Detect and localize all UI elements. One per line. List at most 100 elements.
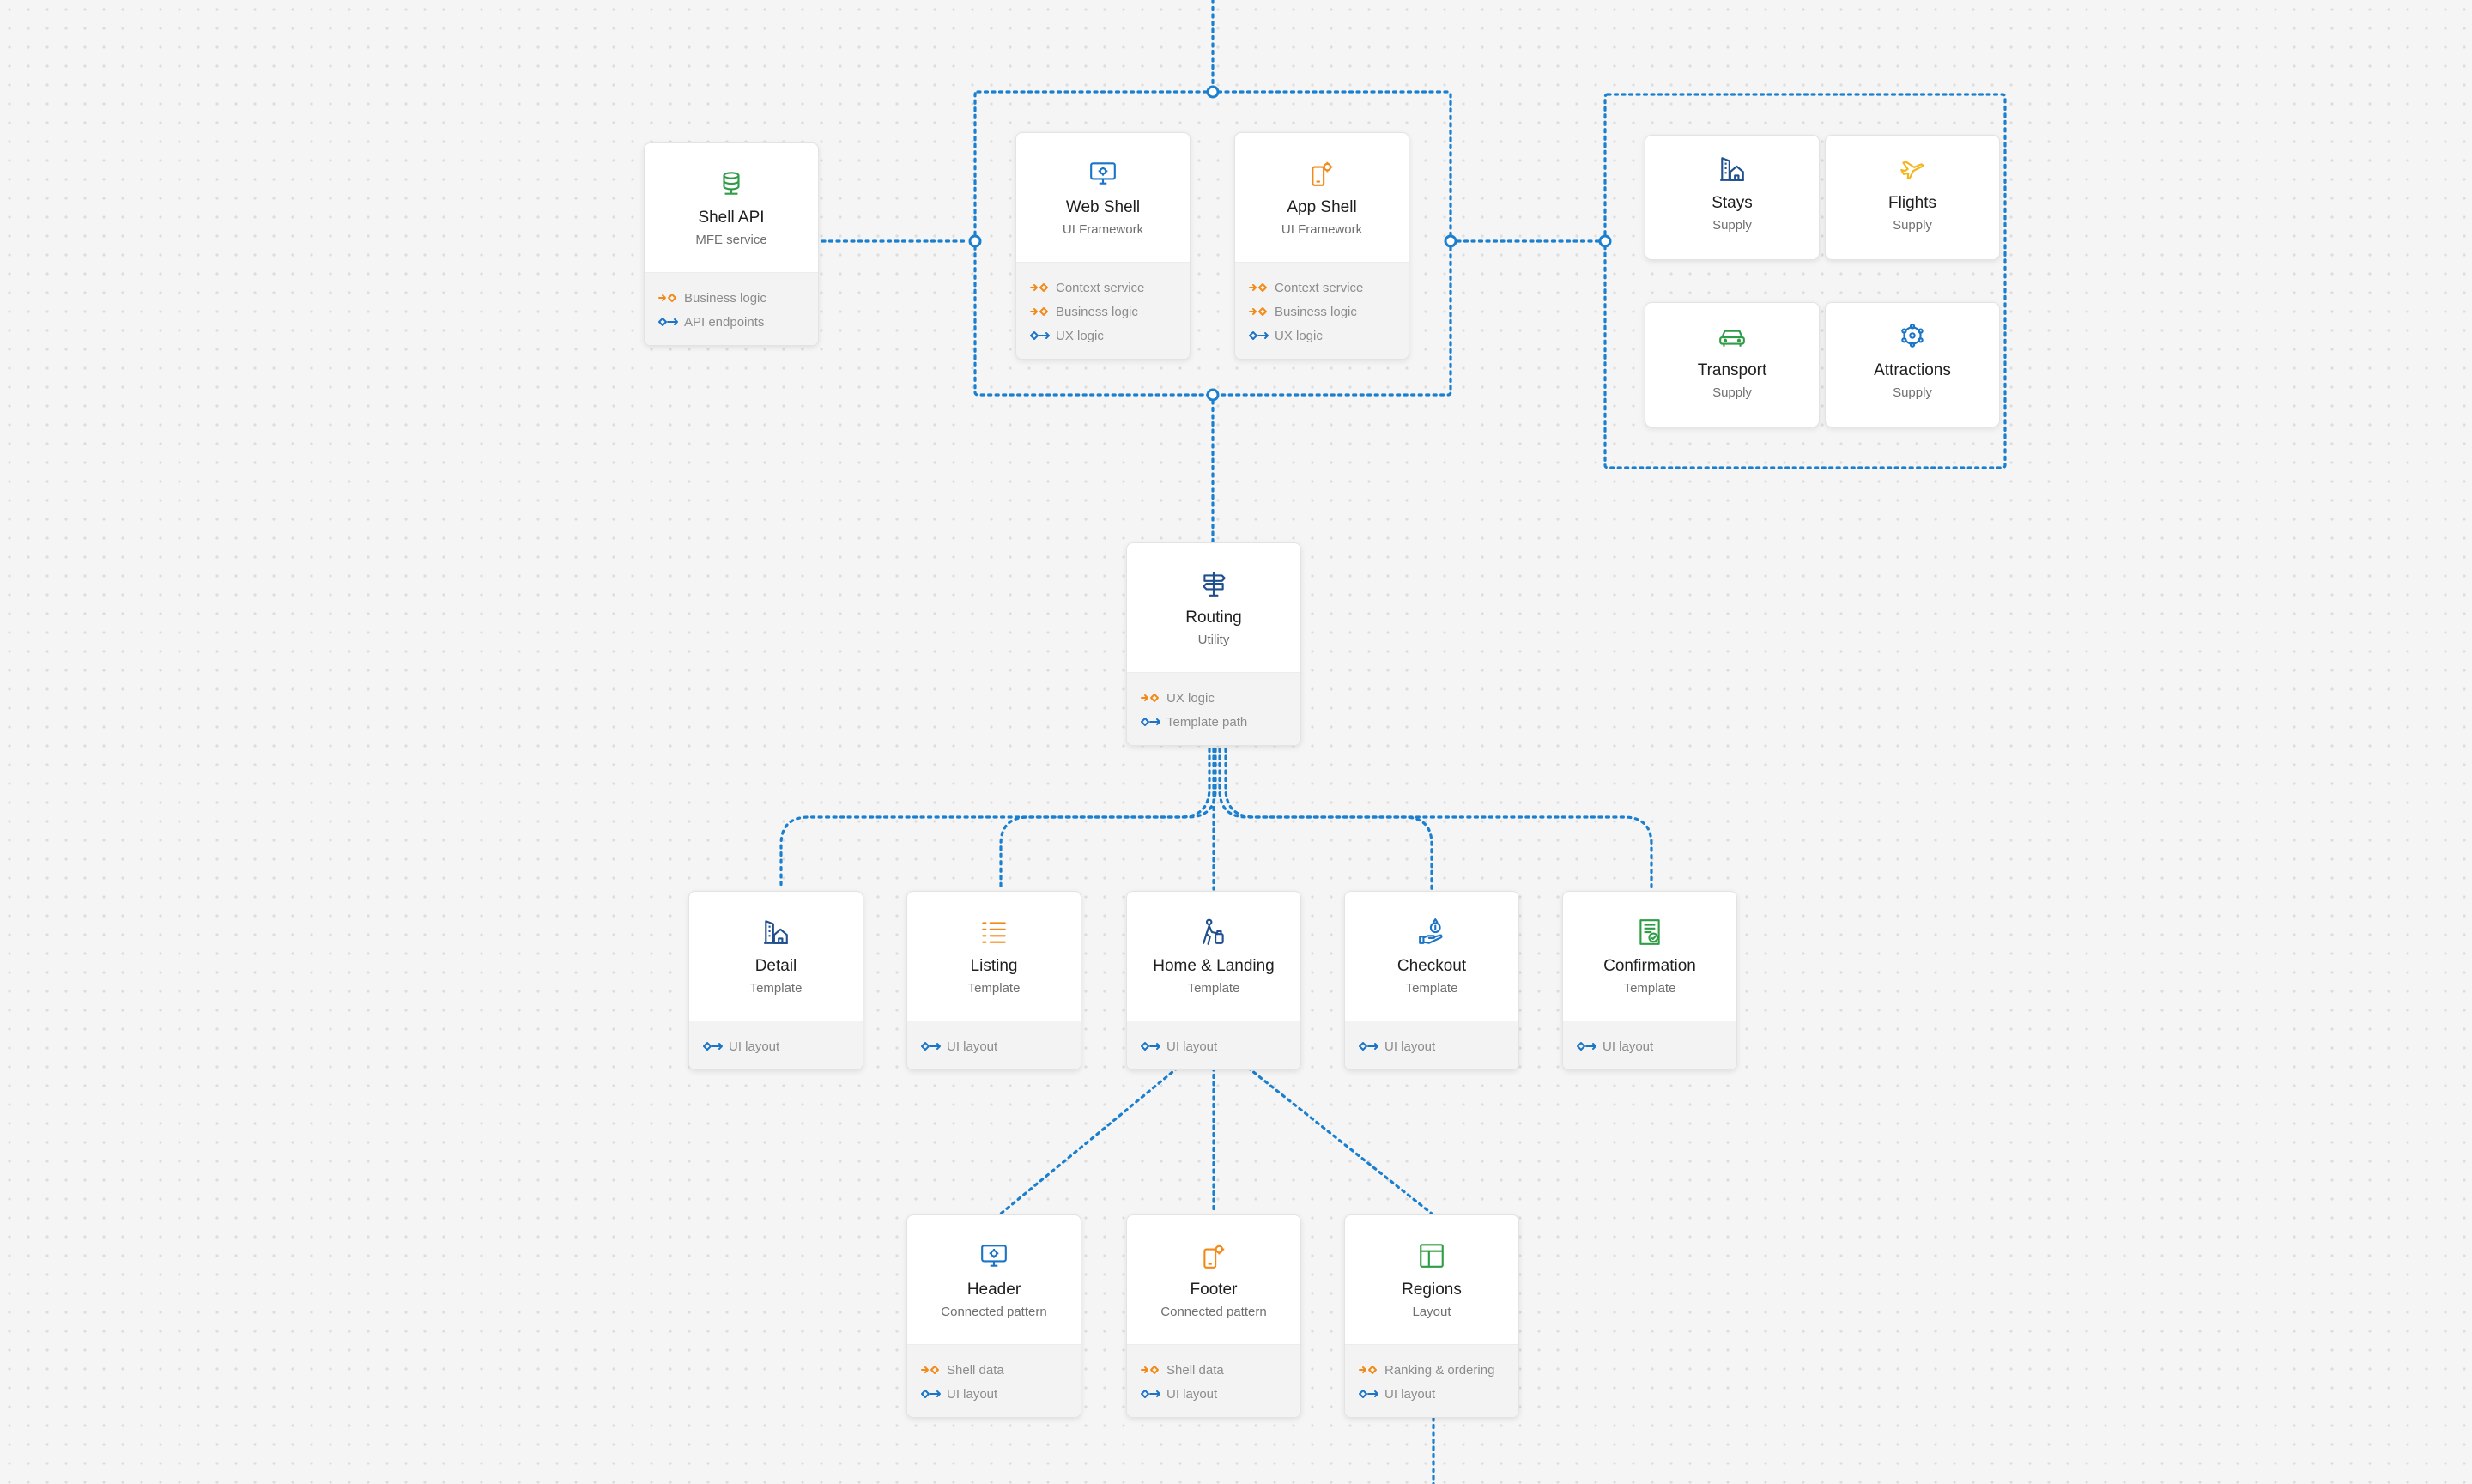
node-title: Footer [1190, 1281, 1238, 1299]
node-title: Detail [754, 957, 797, 975]
input-arrow-icon [1359, 1389, 1379, 1399]
airplane-icon [1898, 154, 1927, 184]
connector-home-regions [1246, 1066, 1433, 1215]
node-subtitle: MFE service [695, 233, 767, 247]
document-check-icon [1635, 918, 1664, 947]
signpost-icon [1199, 569, 1228, 598]
port-shell-top [1206, 85, 1220, 99]
building-house-icon [761, 918, 791, 947]
property-row: UX logic [1249, 324, 1409, 348]
phone-gear-icon [1307, 159, 1336, 188]
input-arrow-icon [1249, 330, 1269, 341]
input-arrow-icon [1359, 1041, 1379, 1051]
output-arrow-icon [1030, 306, 1051, 317]
property-label: Business logic [1275, 305, 1357, 319]
node-subtitle: Supply [1712, 385, 1752, 400]
property-label: UI layout [1603, 1039, 1654, 1054]
node-title: Regions [1402, 1281, 1462, 1299]
property-label: Business logic [684, 291, 766, 306]
port-shell-bottom [1206, 388, 1220, 402]
property-row: Shell data [1141, 1359, 1300, 1383]
output-arrow-icon [1141, 1365, 1161, 1375]
property-label: UX logic [1056, 329, 1104, 343]
property-label: API endpoints [684, 315, 765, 330]
node-properties: UI layout [1345, 1021, 1518, 1069]
node-subtitle: UI Framework [1281, 222, 1363, 237]
node-properties: UI layout [1563, 1021, 1736, 1069]
property-row: UI layout [703, 1035, 863, 1059]
output-arrow-icon [1030, 282, 1051, 293]
property-row: UI layout [1359, 1035, 1518, 1059]
property-label: UI layout [1166, 1387, 1218, 1402]
input-arrow-icon [658, 317, 679, 327]
phone-gear-icon [1199, 1241, 1228, 1270]
port-shell-right [1444, 234, 1457, 248]
supply-group-boundary [1603, 93, 2007, 469]
output-arrow-icon [1141, 693, 1161, 703]
monitor-gear-icon [1088, 159, 1118, 188]
node-title: Web Shell [1065, 198, 1141, 216]
input-arrow-icon [921, 1389, 942, 1399]
node-subtitle: Layout [1412, 1305, 1451, 1319]
list-icon [979, 918, 1009, 947]
property-row: UI layout [1141, 1035, 1300, 1059]
monitor-gear-icon [979, 1241, 1009, 1270]
node-subtitle: Connected pattern [1160, 1305, 1267, 1319]
input-arrow-icon [921, 1041, 942, 1051]
property-label: Context service [1275, 281, 1364, 295]
connector-routing-listing [999, 740, 1217, 891]
node-title: Attractions [1874, 361, 1951, 379]
layout-icon [1417, 1241, 1446, 1270]
node-subtitle: Connected pattern [941, 1305, 1047, 1319]
node-properties: Shell data UI layout [1127, 1344, 1300, 1417]
port-supply-left [1598, 234, 1612, 248]
node-title: Shell API [698, 209, 765, 227]
node-title: Header [966, 1281, 1021, 1299]
property-row: Business logic [1030, 300, 1190, 324]
output-arrow-icon [1249, 306, 1269, 317]
property-label: UI layout [1384, 1039, 1436, 1054]
node-title: App Shell [1287, 198, 1357, 216]
node-title: Routing [1185, 609, 1242, 627]
connector-home-header [999, 1066, 1179, 1215]
port-shell-left [968, 234, 982, 248]
property-row: Context service [1249, 276, 1409, 300]
property-row: Shell data [921, 1359, 1081, 1383]
property-label: Context service [1056, 281, 1145, 295]
property-row: Context service [1030, 276, 1190, 300]
node-title: Stays [1712, 194, 1753, 212]
property-label: Shell data [1166, 1363, 1224, 1378]
property-row: Ranking & ordering [1359, 1359, 1518, 1383]
property-label: Business logic [1056, 305, 1138, 319]
